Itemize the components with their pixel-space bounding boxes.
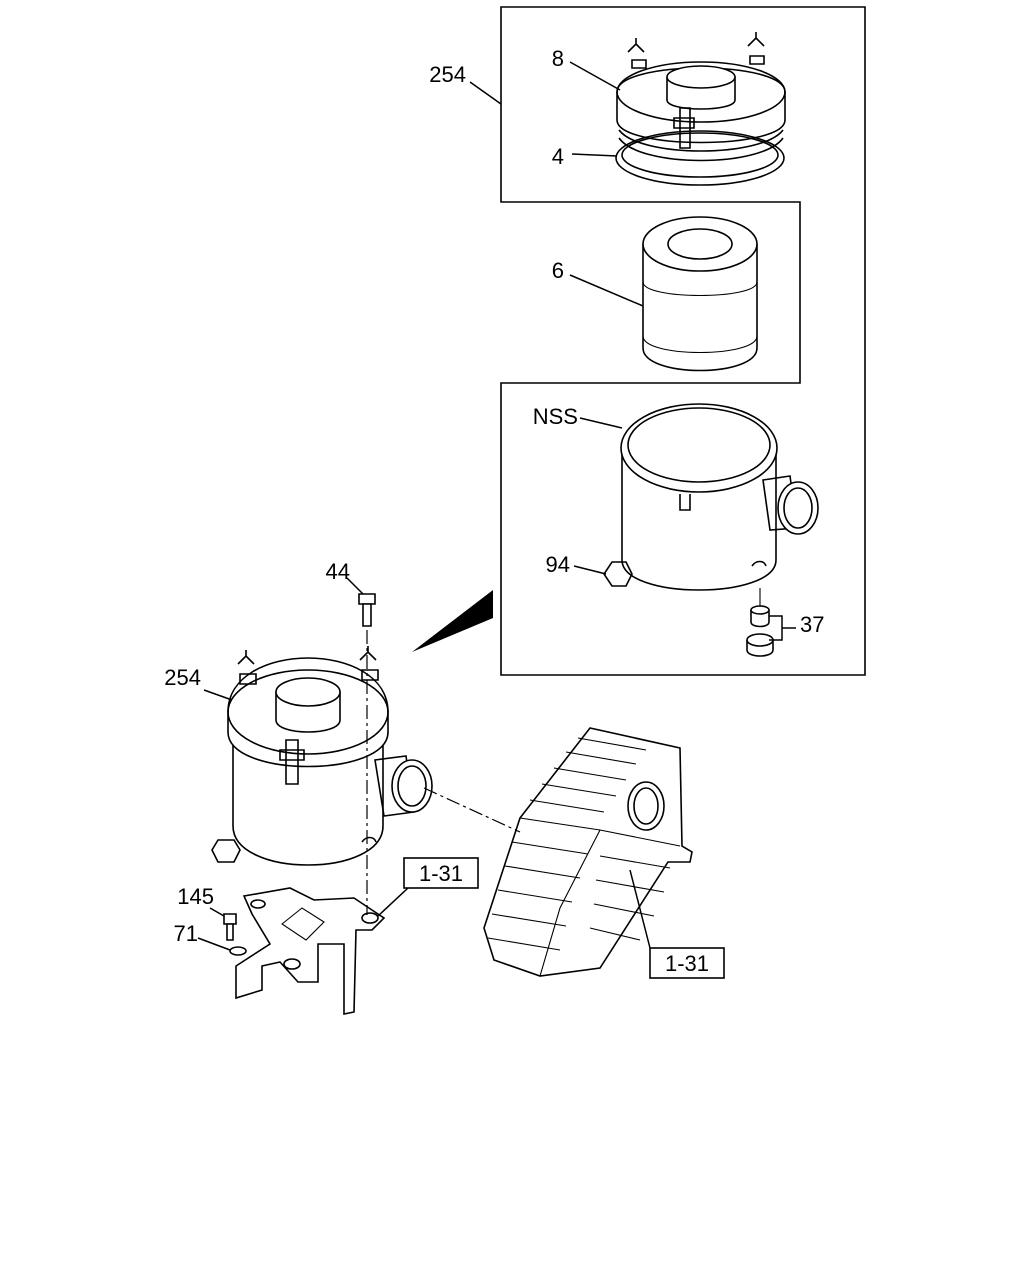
small-bolt-part bbox=[223, 913, 237, 941]
cover-part bbox=[616, 32, 786, 162]
ref-box-duct bbox=[649, 947, 725, 979]
label-assembly-top: 254 bbox=[429, 62, 466, 87]
label-element: 6 bbox=[552, 258, 564, 283]
label-body: NSS bbox=[533, 404, 578, 429]
bracket-part bbox=[235, 887, 386, 1015]
leader-lines bbox=[197, 61, 796, 951]
filter-element-part bbox=[642, 216, 758, 372]
bolt-part bbox=[358, 593, 376, 627]
ref-label-bracket: 1-31 bbox=[419, 861, 463, 886]
intake-duct-part bbox=[483, 727, 693, 977]
label-small-bolt: 145 bbox=[177, 884, 214, 909]
label-washer: 71 bbox=[174, 921, 198, 946]
label-bolt: 44 bbox=[326, 559, 350, 584]
label-seal: 4 bbox=[552, 144, 564, 169]
washer-part bbox=[229, 946, 247, 956]
exploded-view-frame bbox=[500, 6, 866, 676]
grommet-part bbox=[746, 588, 774, 657]
duct-centerline bbox=[423, 787, 521, 833]
main-assembly-part bbox=[211, 646, 433, 866]
body-detail-part bbox=[603, 403, 819, 591]
label-grommet: 37 bbox=[800, 612, 824, 637]
label-cover: 8 bbox=[552, 46, 564, 71]
detail-pointer-arrow bbox=[412, 590, 493, 652]
label-assembly-main: 254 bbox=[164, 665, 201, 690]
ref-label-duct: 1-31 bbox=[665, 951, 709, 976]
seal-ring-part bbox=[615, 130, 785, 186]
label-drain-valve: 94 bbox=[546, 552, 570, 577]
ref-box-bracket bbox=[403, 857, 479, 889]
